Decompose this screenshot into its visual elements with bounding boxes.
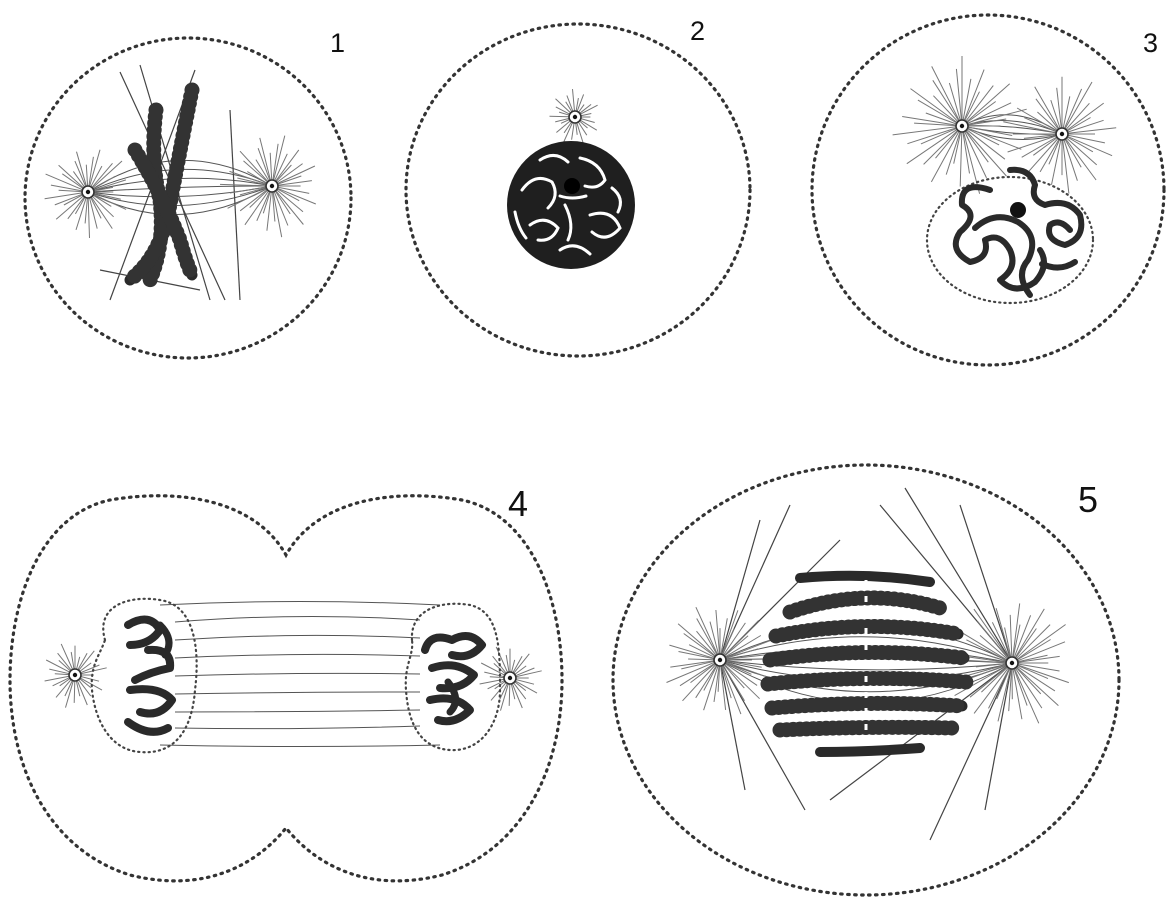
centriole (270, 184, 274, 188)
aster-ray (572, 123, 575, 140)
aster-ray (669, 645, 714, 658)
aster-ray (946, 132, 960, 175)
aster-ray (481, 663, 505, 675)
aster-ray (1016, 625, 1050, 659)
centriole (86, 190, 90, 194)
panel-2-nucleolus (564, 178, 580, 194)
aster-ray (267, 192, 271, 231)
centriole (73, 673, 77, 677)
panel-3-label: 3 (1143, 28, 1158, 58)
aster-ray (550, 116, 570, 117)
aster-ray (998, 669, 1011, 722)
aster-ray (960, 132, 962, 187)
aster-ray (1063, 140, 1069, 194)
aster-ray (968, 109, 1027, 124)
panel-4-chromosomes-right (425, 636, 482, 721)
aster-ray (725, 663, 757, 685)
panel-4: 4 (10, 483, 562, 881)
panel-1: 1 (25, 28, 351, 358)
panel-3-aster-left (893, 56, 1027, 194)
panel-1-aster-left (45, 150, 127, 238)
panel-3-nucleolus (1010, 202, 1026, 218)
panel-4-spindle-remnant (160, 602, 440, 747)
aster-ray (516, 680, 534, 685)
aster-ray (496, 647, 507, 673)
aster-ray (46, 660, 69, 672)
panel-4-chromosomes-left (128, 620, 172, 732)
panel-2-label: 2 (690, 16, 705, 46)
aster-ray (1057, 88, 1062, 128)
aster-ray (907, 129, 957, 163)
aster-ray (61, 644, 72, 670)
centriole (1010, 661, 1014, 665)
aster-ray (1068, 128, 1116, 134)
aster-ray (1022, 137, 1057, 157)
aster-ray (74, 681, 75, 703)
centriole (1060, 132, 1064, 136)
centriole (718, 658, 722, 662)
aster-ray (49, 669, 69, 674)
aster-ray (76, 198, 86, 230)
aster-ray (490, 677, 504, 678)
aster-ray (577, 123, 583, 143)
panel-4-aster-right (480, 647, 542, 711)
panel-4-label: 4 (508, 483, 528, 524)
aster-ray (688, 659, 714, 660)
panel-5-aster-right (953, 603, 1069, 723)
aster-ray (932, 66, 960, 120)
aster-ray (964, 70, 984, 121)
aster-ray (1035, 87, 1059, 129)
panel-3-aster-right (1003, 77, 1116, 194)
panel-2: 2 (406, 16, 750, 356)
panel-2-nucleus (507, 141, 635, 269)
aster-ray (55, 194, 83, 205)
aster-ray (980, 635, 1008, 659)
aster-ray (911, 89, 958, 123)
panel-5: 5 (613, 465, 1119, 895)
aster-ray (581, 114, 591, 116)
panel-2-centrosome (550, 89, 598, 142)
panel-3-condensing-chromosomes (956, 170, 1082, 295)
aster-ray (509, 684, 510, 706)
aster-ray (956, 69, 961, 120)
panel-4-cell-membrane (10, 496, 562, 881)
panel-2-nucleus-body (507, 141, 635, 269)
aster-ray (573, 89, 575, 111)
aster-ray (678, 624, 715, 656)
aster-ray (55, 674, 69, 675)
centriole (960, 124, 964, 128)
aster-ray (484, 672, 504, 677)
aster-ray (86, 165, 87, 186)
aster-ray (270, 153, 272, 180)
panel-5-label: 5 (1078, 479, 1098, 520)
centriole (573, 115, 577, 119)
aster-ray (90, 150, 100, 187)
aster-ray (45, 676, 70, 681)
panel-4-nuclear-envelope-right (406, 604, 500, 750)
aster-ray (577, 94, 584, 111)
aster-ray (88, 198, 89, 238)
centriole (508, 676, 512, 680)
aster-ray (85, 198, 87, 223)
panel-1-chromosomes (130, 90, 192, 280)
panel-4-aster-left (45, 644, 107, 708)
aster-ray (1018, 665, 1069, 683)
aster-ray (683, 664, 716, 700)
panel-3: 3 (812, 15, 1164, 365)
aster-ray (81, 677, 99, 682)
panel-5-metaphase-plate (768, 576, 966, 752)
aster-ray (220, 184, 266, 185)
panel-5-aster-left (667, 607, 775, 714)
aster-ray (696, 607, 718, 654)
panel-1-label: 1 (330, 28, 345, 58)
aster-ray (515, 681, 537, 693)
aster-ray (1010, 615, 1012, 657)
